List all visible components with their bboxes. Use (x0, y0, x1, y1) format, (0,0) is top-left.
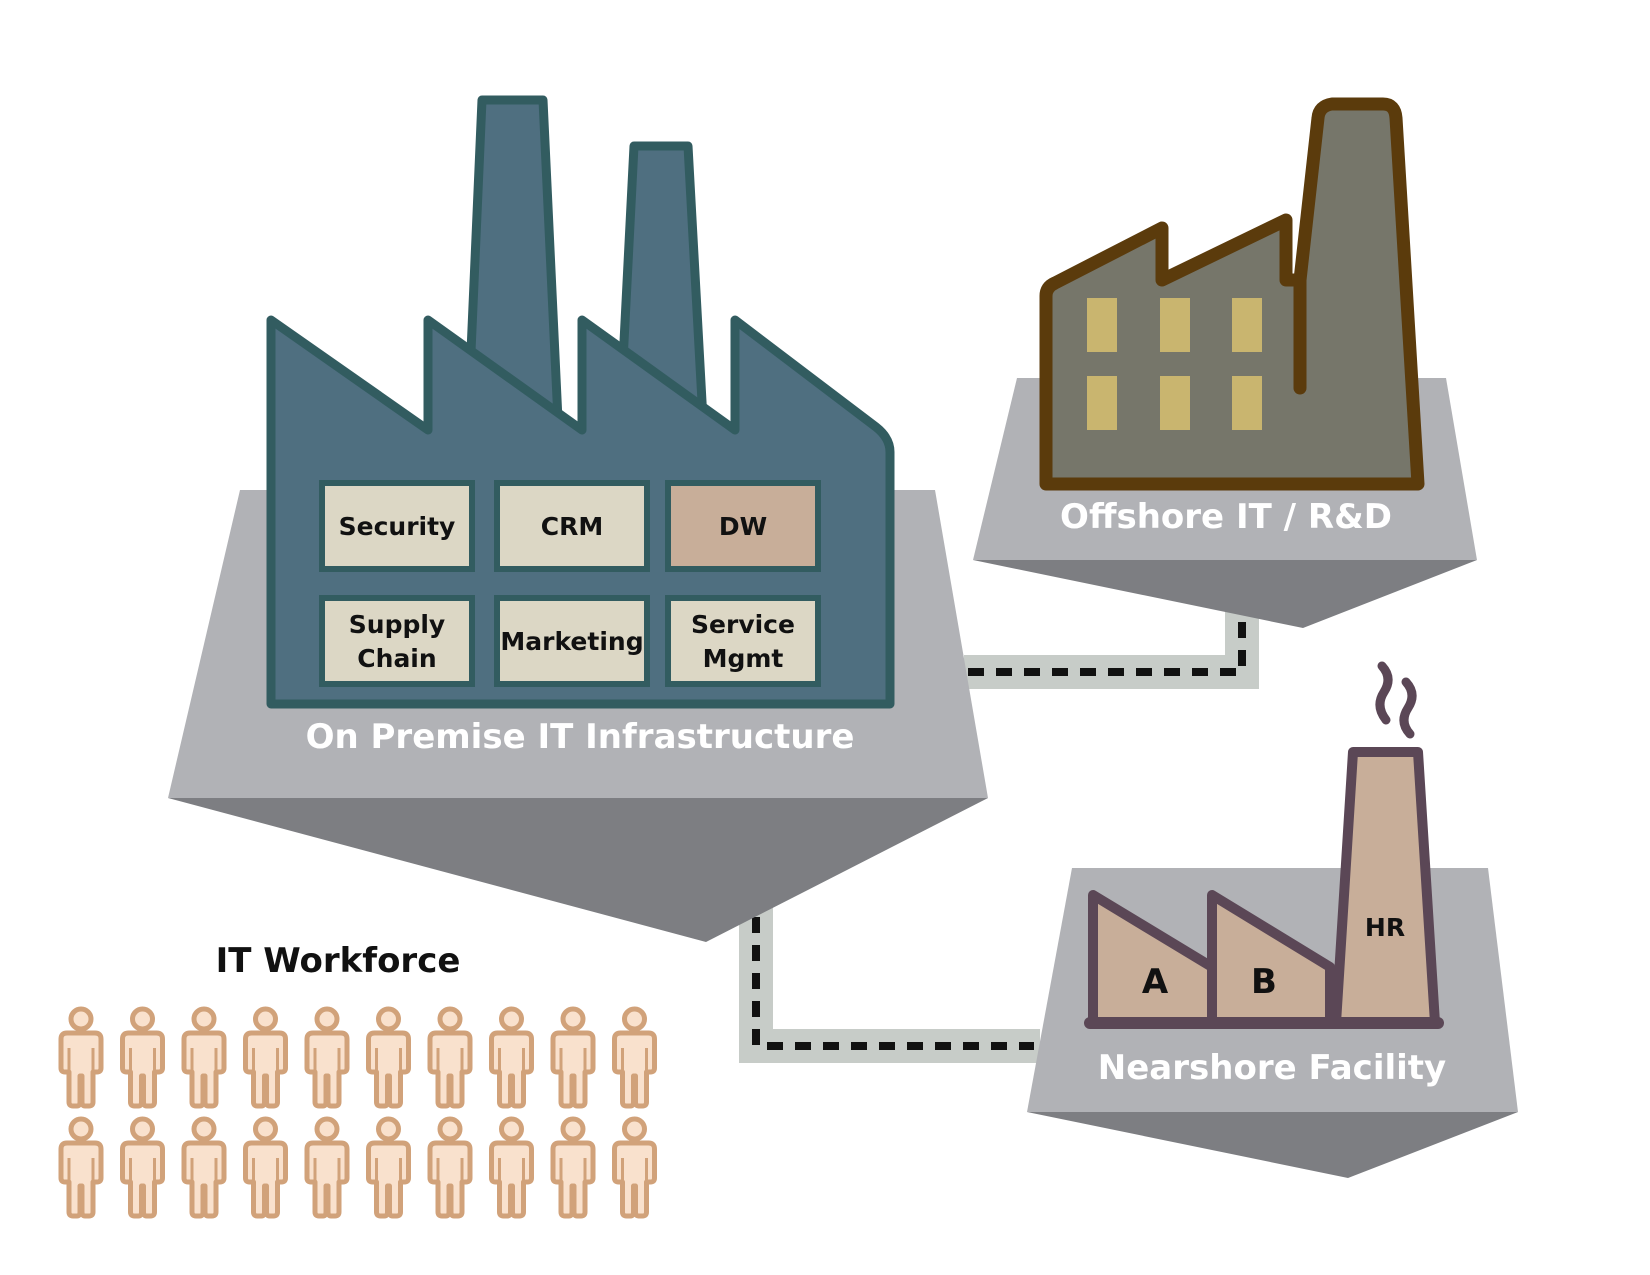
module-box-rect (494, 480, 650, 572)
person-icon (366, 1116, 411, 1219)
person-icon (304, 1116, 350, 1219)
nearshore-factory (1084, 661, 1444, 1029)
person-icon (366, 1006, 411, 1109)
on-premise-label: On Premise IT Infrastructure (306, 717, 855, 757)
person-icon (181, 1006, 227, 1109)
module-label: Security (339, 512, 456, 541)
module-label: Mgmt (703, 644, 784, 673)
person-icon (243, 1116, 288, 1219)
person-icon (120, 1006, 165, 1109)
module-box: Security (319, 480, 475, 572)
workforce-grid (58, 1006, 657, 1219)
workforce-title: IT Workforce (216, 941, 461, 981)
module-label: Chain (357, 644, 436, 673)
module-box-rect (319, 480, 475, 572)
module-box: DW (665, 480, 821, 572)
nearshore-label: Nearshore Facility (1098, 1048, 1446, 1088)
module-box: Marketing (494, 595, 650, 687)
person-icon (304, 1006, 350, 1109)
module-box-rect (665, 595, 821, 687)
module-label: Marketing (500, 627, 643, 656)
person-icon (243, 1006, 288, 1109)
person-icon (550, 1116, 596, 1219)
offshore-windows (1087, 298, 1262, 430)
person-icon (550, 1006, 596, 1109)
module-label: DW (719, 512, 767, 541)
person-icon (489, 1116, 534, 1219)
person-icon (120, 1116, 165, 1219)
module-label: Supply (349, 610, 445, 639)
person-icon (58, 1006, 104, 1109)
section-a-label: A (1142, 962, 1169, 1002)
module-label: Service (691, 610, 795, 639)
person-icon (612, 1006, 657, 1109)
person-icon (181, 1116, 227, 1219)
person-icon (427, 1006, 473, 1109)
person-icon (427, 1116, 473, 1219)
offshore-building (1039, 97, 1425, 491)
offshore-label: Offshore IT / R&D (1060, 497, 1392, 537)
module-box-rect (319, 595, 475, 687)
module-label: CRM (541, 512, 603, 541)
person-icon (58, 1116, 104, 1219)
module-box: CRM (494, 480, 650, 572)
person-icon (489, 1006, 534, 1109)
module-box-rect (665, 480, 821, 572)
hr-label: HR (1365, 913, 1405, 942)
person-icon (612, 1116, 657, 1219)
module-box-rect (494, 595, 650, 687)
section-b-label: B (1251, 962, 1277, 1002)
